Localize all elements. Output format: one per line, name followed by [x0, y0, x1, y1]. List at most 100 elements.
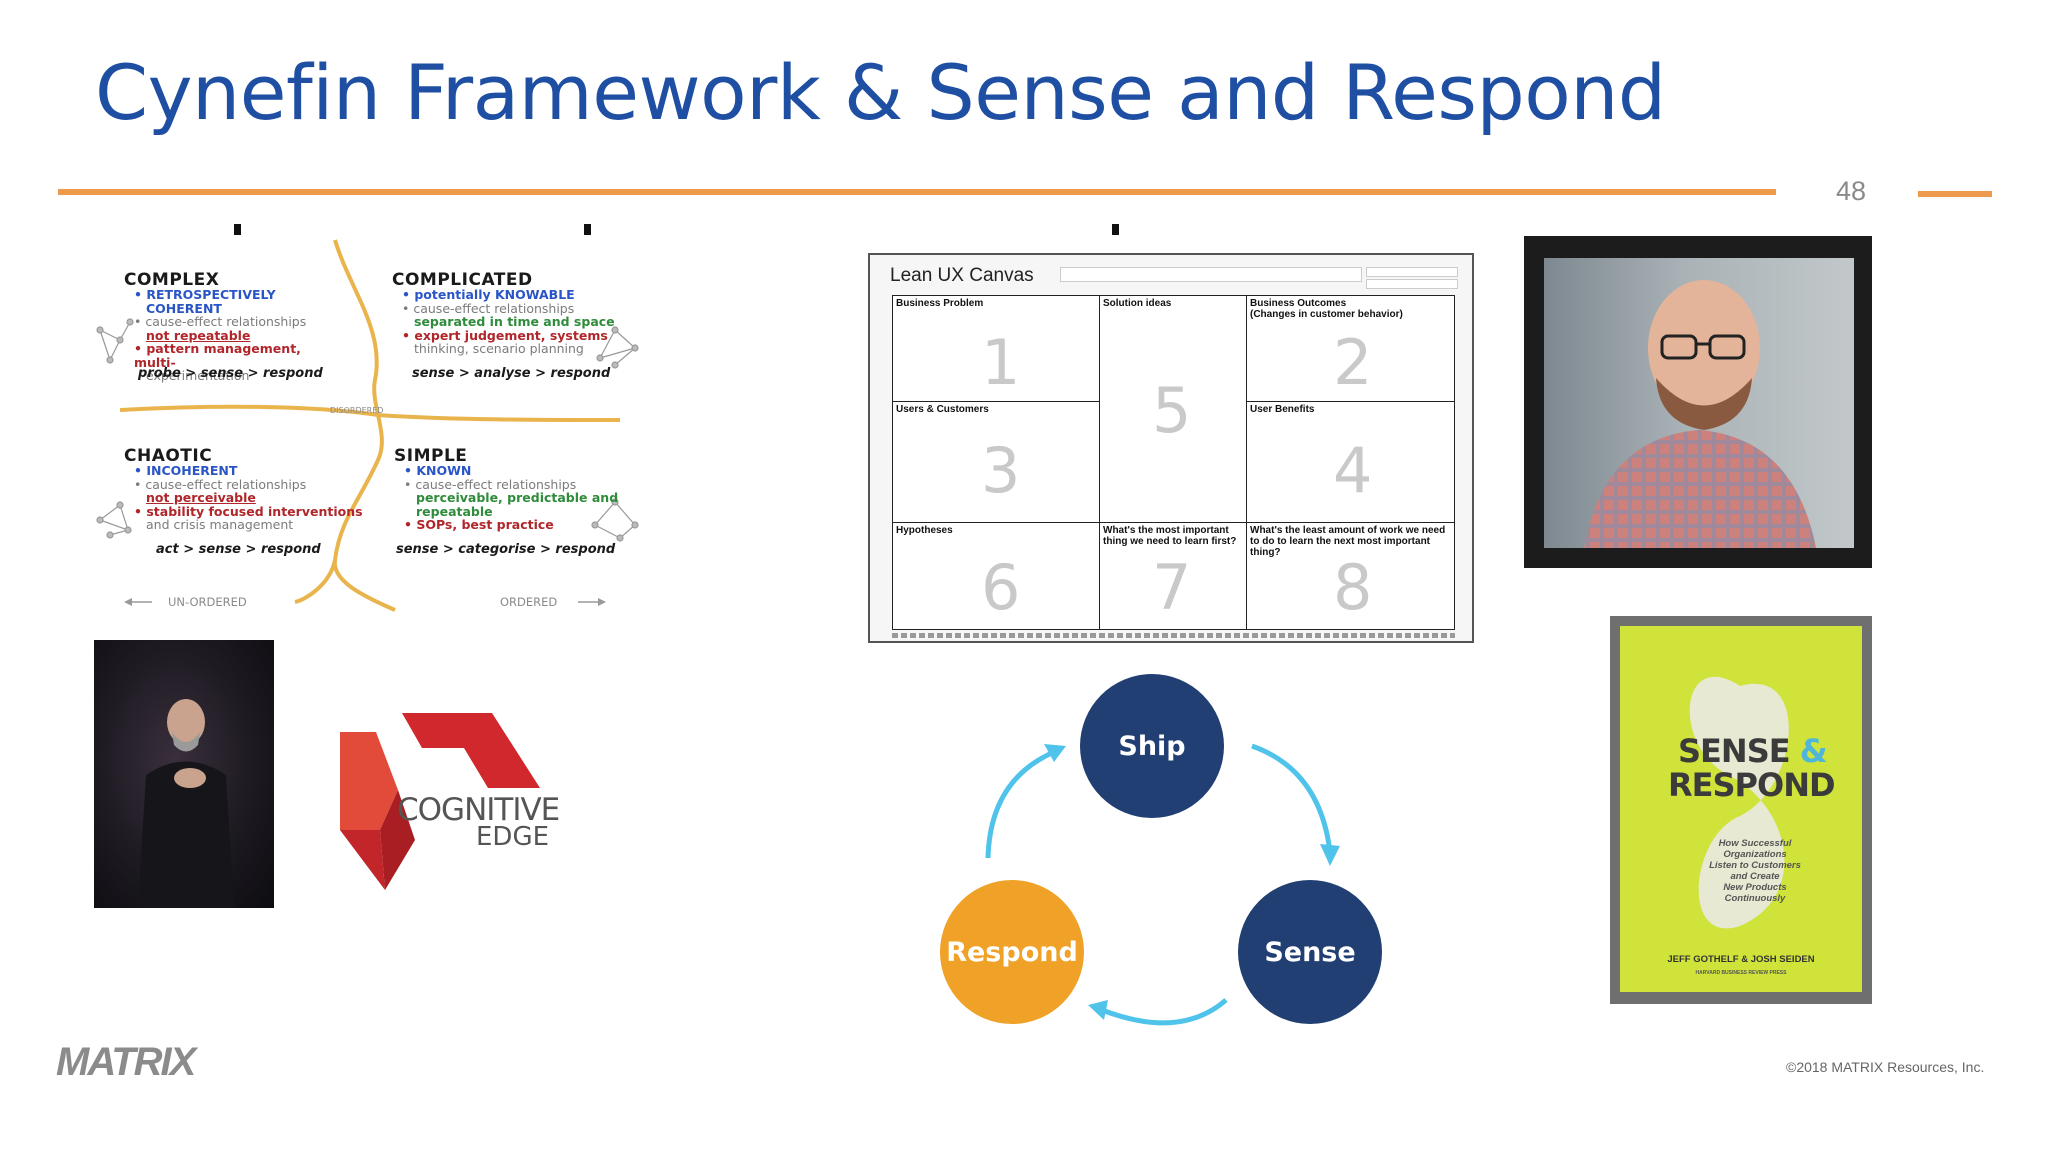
canvas-iteration-field — [1366, 279, 1458, 289]
sense-respond-cycle: Ship Sense Respond — [930, 660, 1390, 1040]
canvas-title-field — [1060, 267, 1362, 282]
cell-heading: User Benefits — [1250, 404, 1315, 415]
cell-heading: Users & Customers — [896, 404, 989, 415]
cell-heading: What's the most important thing we need … — [1103, 525, 1237, 547]
text-line: Organizations — [1723, 849, 1787, 860]
text-line: • INCOHERENT — [134, 463, 238, 478]
book-cover: SENSE & RESPOND How Successful Organizat… — [1610, 616, 1872, 1004]
cell-heading: Business Outcomes(Changes in customer be… — [1247, 296, 1454, 322]
text-line: • SOPs, best practice — [404, 517, 554, 532]
cell-number: 2 — [1333, 326, 1373, 399]
lean-ux-canvas: Business Problem 1 Users & Customers 3 S… — [868, 253, 1474, 643]
cycle-arrows — [985, 743, 1340, 1026]
cynefin-chaotic-sequence: act > sense > respond — [156, 542, 321, 557]
cell-heading: What's the least amount of work we need … — [1250, 525, 1446, 558]
text-line: • pattern management, multi- — [134, 341, 301, 370]
text-line: • cause-effect relationships — [402, 300, 575, 316]
text-line: Continuously — [1724, 893, 1786, 904]
matrix-logo: MATRIX — [56, 1040, 196, 1084]
network-icon-left-top — [96, 318, 134, 364]
canvas-cell-least-work: What's the least amount of work we need … — [1246, 522, 1455, 630]
text-line: not repeatable — [146, 327, 251, 343]
network-icon-right-bottom — [591, 498, 639, 542]
book-title-line1: SENSE & — [1678, 732, 1828, 770]
copyright-text: ©2018 MATRIX Resources, Inc. — [1786, 1059, 1985, 1075]
cell-number: 3 — [981, 434, 1021, 507]
cognitive-edge-logo: COGNITIVE EDGE — [340, 710, 560, 890]
cell-number: 4 — [1333, 434, 1373, 507]
cognitive-edge-mark-icon — [340, 713, 540, 890]
book-authors: JEFF GOTHELF & JOSH SEIDEN — [1667, 954, 1815, 965]
slide-title: Cynefin Framework & Sense and Respond — [95, 48, 1666, 137]
cynefin-simple-heading: SIMPLE — [394, 446, 468, 466]
network-icon-right-top — [596, 326, 639, 369]
cynefin-complex-body: • RETROSPECTIVELY COHERENT • cause-effec… — [134, 288, 344, 383]
cycle-respond-node: Respond — [940, 880, 1084, 1024]
book-cover-face: SENSE & RESPOND How Successful Organizat… — [1620, 626, 1862, 992]
author-portrait-frame — [1524, 236, 1872, 568]
cynefin-unordered-label: UN-ORDERED — [168, 595, 247, 609]
canvas-cell-business-outcomes: Business Outcomes(Changes in customer be… — [1246, 295, 1455, 402]
text-line: How Successful — [1718, 838, 1792, 849]
cynefin-ordered-label: ORDERED — [500, 595, 558, 609]
cynefin-disordered-label: DISORDERED — [330, 406, 384, 415]
person-portrait-icon — [1584, 280, 1816, 548]
text-line: COHERENT — [146, 300, 222, 316]
text-line: thinking, scenario planning — [414, 341, 584, 356]
text-line: • RETROSPECTIVELY — [134, 287, 276, 302]
cynefin-complex-heading: COMPLEX — [124, 270, 220, 290]
title-rule — [58, 189, 1776, 195]
network-icon-left-bottom — [96, 501, 132, 539]
text-line: • cause-effect relationships — [404, 476, 577, 492]
cynefin-complicated-sequence: sense > analyse > respond — [412, 366, 611, 381]
cell-heading: Solution ideas — [1103, 298, 1172, 309]
canvas-cell-user-benefits: User Benefits 4 — [1246, 401, 1455, 523]
page-number: 48 — [1836, 176, 1867, 206]
canvas-cell-most-important: What's the most important thing we need … — [1099, 522, 1247, 630]
cell-number: 6 — [981, 551, 1021, 624]
book-title-ampersand: & — [1799, 732, 1828, 770]
person-silhouette-icon — [138, 699, 234, 908]
canvas-cell-business-problem: Business Problem 1 — [892, 295, 1100, 402]
text-line: and Create — [1730, 871, 1780, 882]
canvas-cell-users-customers: Users & Customers 3 — [892, 401, 1100, 523]
artifact-mark — [234, 224, 241, 235]
text-line: New Products — [1723, 882, 1787, 893]
cycle-sense-node: Sense — [1238, 880, 1382, 1024]
cell-heading-text: Business Outcomes — [1250, 298, 1347, 309]
canvas-date-field — [1366, 267, 1458, 277]
book-subtitle: How Successful Organizations Listen to C… — [1700, 838, 1810, 904]
text-line: • stability focused interventions — [134, 503, 363, 519]
speaker-photo — [94, 640, 274, 908]
text-line: Listen to Customers — [1709, 860, 1801, 871]
author-portrait-photo — [1544, 258, 1854, 548]
artifact-mark — [584, 224, 591, 235]
cynefin-chaotic-body: • INCOHERENT • cause-effect relationship… — [134, 464, 374, 532]
text-line: • cause-effect relationships — [134, 476, 307, 492]
text-line: experimentation — [146, 368, 250, 383]
cell-number: 7 — [1152, 551, 1192, 624]
cynefin-complicated-body: • potentially KNOWABLE • cause-effect re… — [402, 288, 642, 356]
cell-number: 1 — [981, 326, 1021, 399]
cell-heading-subtext: (Changes in customer behavior) — [1250, 309, 1403, 320]
cynefin-simple-sequence: sense > categorise > respond — [396, 542, 616, 557]
canvas-footer-line — [892, 633, 1455, 638]
cognitive-edge-line2: EDGE — [476, 822, 550, 852]
text-line: separated in time and space — [414, 314, 615, 329]
book-title-line2: RESPOND — [1668, 766, 1836, 804]
canvas-cell-hypotheses: Hypotheses 6 — [892, 522, 1100, 630]
text-line: perceivable, predictable and — [416, 490, 619, 505]
text-line: • expert judgement, systems — [402, 327, 608, 343]
text-line: repeatable — [416, 503, 493, 519]
canvas-cell-solution-ideas: Solution ideas 5 — [1099, 295, 1247, 523]
title-rule-accent — [1918, 191, 1992, 197]
text-line: • cause-effect relationships — [134, 314, 307, 329]
infinity-ribbon-icon — [1689, 676, 1789, 929]
lean-canvas-title: Lean UX Canvas — [890, 265, 1034, 286]
cell-number: 8 — [1333, 551, 1373, 624]
cynefin-complicated-heading: COMPLICATED — [392, 270, 533, 290]
book-publisher: HARVARD BUSINESS REVIEW PRESS — [1695, 970, 1787, 976]
cynefin-complex-sequence: probe > sense > respond — [138, 366, 323, 381]
text-line: and crisis management — [146, 517, 294, 532]
cell-heading: Hypotheses — [896, 525, 953, 536]
